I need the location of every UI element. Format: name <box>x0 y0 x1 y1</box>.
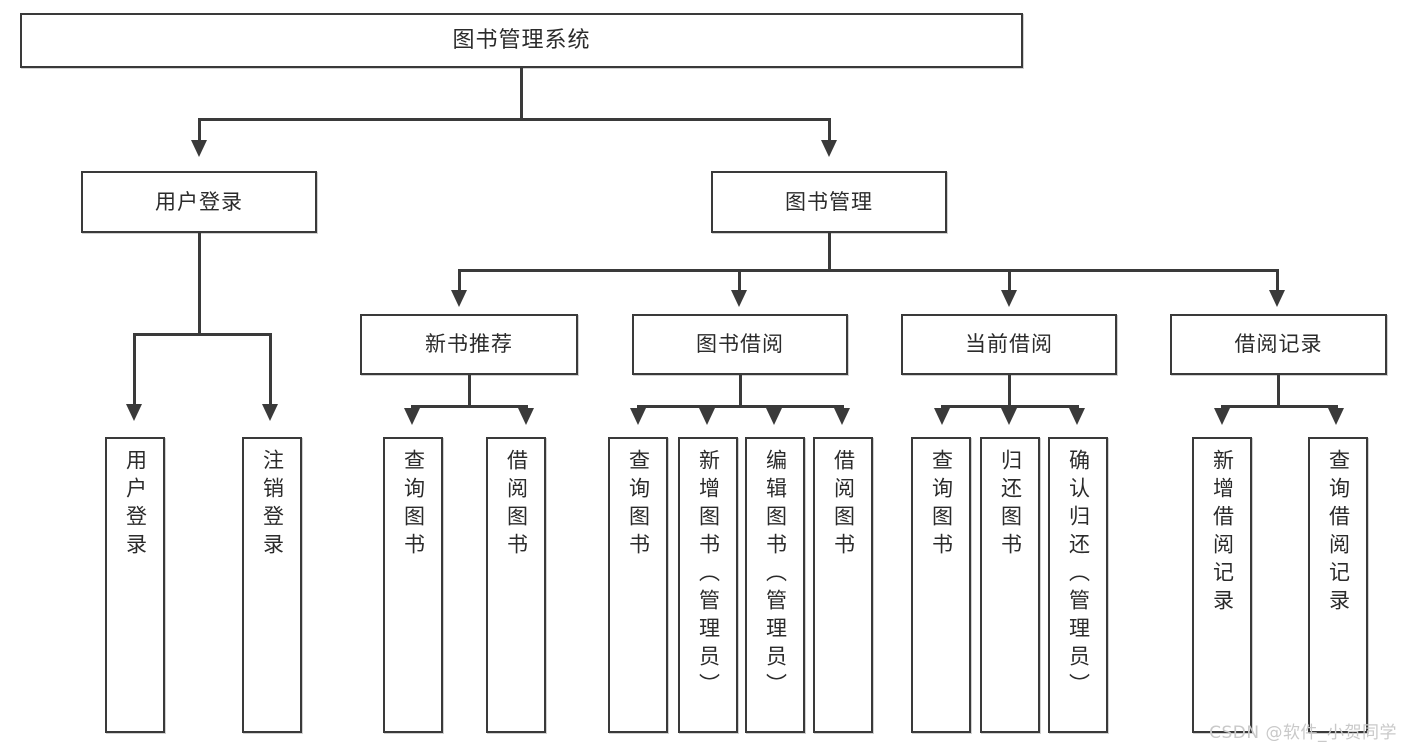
connector-userlogin-stem <box>198 233 201 335</box>
node-label: 查询图书 <box>401 449 426 561</box>
connector-borrowrecord-bar <box>1222 405 1338 408</box>
node-label: 查询图书 <box>929 449 954 561</box>
arrow-to-book-management <box>821 140 837 157</box>
arrow-to-current-borrow <box>1001 290 1017 307</box>
connector-bookmgmt-drop-3 <box>1008 269 1011 291</box>
connector-borrowrecord-drop-1 <box>1221 405 1224 410</box>
node-label: 借阅图书 <box>831 449 856 561</box>
connector-bookmgmt-drop-1 <box>458 269 461 291</box>
node-label: 归还图书 <box>998 449 1023 561</box>
node-book-management[interactable]: 图书管理 <box>711 171 947 233</box>
connector-bookborrow-drop-3 <box>773 405 776 410</box>
leaf-add-book-admin[interactable]: 新增图书（管理员） <box>678 437 738 733</box>
leaf-query-book-current[interactable]: 查询图书 <box>911 437 971 733</box>
node-label: 注销登录 <box>260 449 285 561</box>
connector-currentborrow-drop-3 <box>1076 405 1079 410</box>
node-current-borrow[interactable]: 当前借阅 <box>901 314 1117 375</box>
node-label: 图书管理 <box>785 189 873 214</box>
arrow-to-leaf-query-book-3 <box>934 408 950 425</box>
node-label: 借阅记录 <box>1234 332 1323 357</box>
node-label: 查询借阅记录 <box>1326 449 1351 617</box>
arrow-to-leaf-user-login <box>126 404 142 421</box>
node-label: 编辑图书（管理员） <box>763 449 788 701</box>
connector-bookborrow-drop-1 <box>637 405 640 410</box>
leaf-confirm-return-admin[interactable]: 确认归还（管理员） <box>1048 437 1108 733</box>
leaf-query-book-recommend[interactable]: 查询图书 <box>383 437 443 733</box>
connector-bookmgmt-drop-2 <box>738 269 741 291</box>
connector-bookborrow-drop-2 <box>706 405 709 410</box>
connector-newbook-stem <box>468 375 471 407</box>
node-user-login[interactable]: 用户登录 <box>81 171 317 233</box>
connector-currentborrow-drop-2 <box>1008 405 1011 410</box>
connector-bookborrow-stem <box>739 375 742 407</box>
leaf-edit-book-admin[interactable]: 编辑图书（管理员） <box>745 437 805 733</box>
arrow-to-leaf-add-book <box>699 408 715 425</box>
node-new-book-recommend[interactable]: 新书推荐 <box>360 314 578 375</box>
arrow-to-leaf-query-book-1 <box>404 408 420 425</box>
arrow-to-new-book-recommend <box>451 290 467 307</box>
connector-root-to-login <box>198 118 201 142</box>
node-book-borrow[interactable]: 图书借阅 <box>632 314 848 375</box>
connector-root-bar <box>199 118 831 121</box>
connector-bookborrow-drop-4 <box>841 405 844 410</box>
arrow-to-leaf-logout <box>262 404 278 421</box>
node-label: 当前借阅 <box>965 332 1053 357</box>
connector-currentborrow-drop-1 <box>941 405 944 410</box>
node-label: 借阅图书 <box>504 449 529 561</box>
node-label: 图书借阅 <box>696 332 784 357</box>
connector-borrowrecord-drop-2 <box>1335 405 1338 410</box>
leaf-borrow-book-recommend[interactable]: 借阅图书 <box>486 437 546 733</box>
leaf-user-login[interactable]: 用户登录 <box>105 437 165 733</box>
connector-bookborrow-bar <box>638 405 844 408</box>
connector-borrowrecord-stem <box>1277 375 1280 407</box>
connector-currentborrow-bar <box>942 405 1079 408</box>
leaf-add-borrow-record[interactable]: 新增借阅记录 <box>1192 437 1252 733</box>
connector-root-stem <box>520 68 523 120</box>
arrow-to-user-login <box>191 140 207 157</box>
connector-currentborrow-stem <box>1008 375 1011 407</box>
arrow-to-leaf-borrow-book-1 <box>518 408 534 425</box>
connector-root-to-bookmgmt <box>828 118 831 142</box>
arrow-to-leaf-query-book-2 <box>630 408 646 425</box>
connector-bookmgmt-stem <box>828 233 831 271</box>
node-label: 查询图书 <box>626 449 651 561</box>
node-label: 图书管理系统 <box>452 27 591 53</box>
node-label: 新书推荐 <box>425 332 513 357</box>
watermark: CSDN @软件_小贺同学 <box>1209 723 1397 743</box>
arrow-to-leaf-query-record <box>1328 408 1344 425</box>
arrow-to-book-borrow <box>731 290 747 307</box>
leaf-borrow-book[interactable]: 借阅图书 <box>813 437 873 733</box>
leaf-logout[interactable]: 注销登录 <box>242 437 302 733</box>
connector-bookmgmt-bar <box>459 269 1279 272</box>
arrow-to-leaf-add-record <box>1214 408 1230 425</box>
arrow-to-leaf-confirm-return <box>1069 408 1085 425</box>
connector-userlogin-drop-2 <box>269 333 272 405</box>
node-root-system[interactable]: 图书管理系统 <box>20 13 1023 68</box>
node-borrow-record[interactable]: 借阅记录 <box>1170 314 1387 375</box>
arrow-to-borrow-record <box>1269 290 1285 307</box>
arrow-to-leaf-borrow-book-2 <box>834 408 850 425</box>
connector-userlogin-drop-1 <box>133 333 136 405</box>
node-label: 用户登录 <box>155 189 243 214</box>
node-label: 新增借阅记录 <box>1210 449 1235 617</box>
connector-newbook-bar <box>412 405 528 408</box>
leaf-query-borrow-record[interactable]: 查询借阅记录 <box>1308 437 1368 733</box>
connector-bookmgmt-drop-4 <box>1276 269 1279 291</box>
connector-userlogin-bar <box>134 333 271 336</box>
arrow-to-leaf-return-book <box>1001 408 1017 425</box>
node-label: 用户登录 <box>123 449 148 561</box>
leaf-query-book-borrow[interactable]: 查询图书 <box>608 437 668 733</box>
node-label: 新增图书（管理员） <box>696 449 721 701</box>
arrow-to-leaf-edit-book <box>766 408 782 425</box>
node-label: 确认归还（管理员） <box>1066 449 1091 701</box>
leaf-return-book[interactable]: 归还图书 <box>980 437 1040 733</box>
connector-newbook-drop-2 <box>525 405 528 410</box>
connector-newbook-drop-1 <box>411 405 414 410</box>
